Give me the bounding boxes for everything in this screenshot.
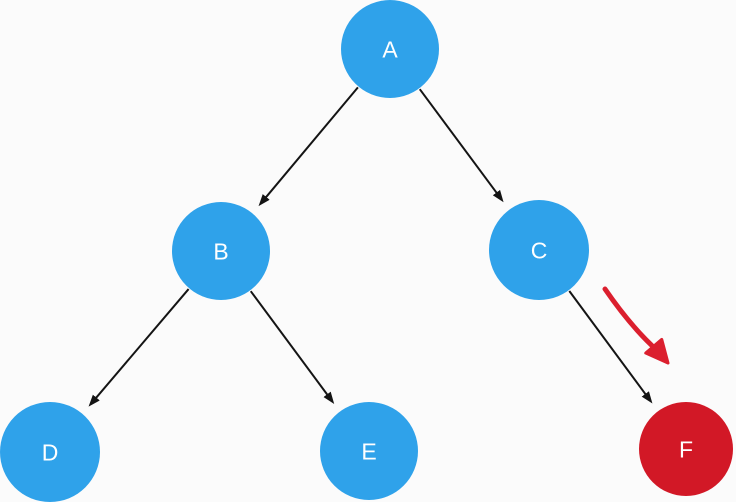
node-circle-C — [489, 200, 589, 300]
node-label-D: D — [42, 439, 59, 465]
red-arrow-shaft — [602, 286, 661, 354]
red-arrow-head-icon — [644, 337, 670, 365]
node-label-E: E — [361, 438, 376, 464]
edge-C-F — [568, 290, 653, 404]
node-circle-E — [320, 402, 418, 500]
edges-layer — [88, 86, 653, 407]
node-circle-F — [639, 402, 733, 496]
annotation-layer — [602, 286, 670, 365]
edge-A-B — [258, 86, 359, 207]
node-label-F: F — [679, 436, 693, 462]
node-C: C — [489, 200, 589, 300]
node-circle-A — [341, 0, 439, 98]
node-circle-B — [172, 202, 270, 300]
red-highlight-arrow — [602, 286, 670, 365]
edge-B-D — [88, 288, 190, 407]
node-label-B: B — [213, 238, 228, 264]
node-E: E — [320, 402, 418, 500]
node-label-A: A — [382, 36, 398, 62]
node-B: B — [172, 202, 270, 300]
edge-B-E — [249, 290, 335, 404]
node-circle-D — [0, 402, 100, 502]
edge-A-C — [418, 88, 504, 203]
node-F: F — [639, 402, 733, 496]
node-label-C: C — [531, 237, 548, 263]
node-D: D — [0, 402, 100, 502]
node-A: A — [341, 0, 439, 98]
